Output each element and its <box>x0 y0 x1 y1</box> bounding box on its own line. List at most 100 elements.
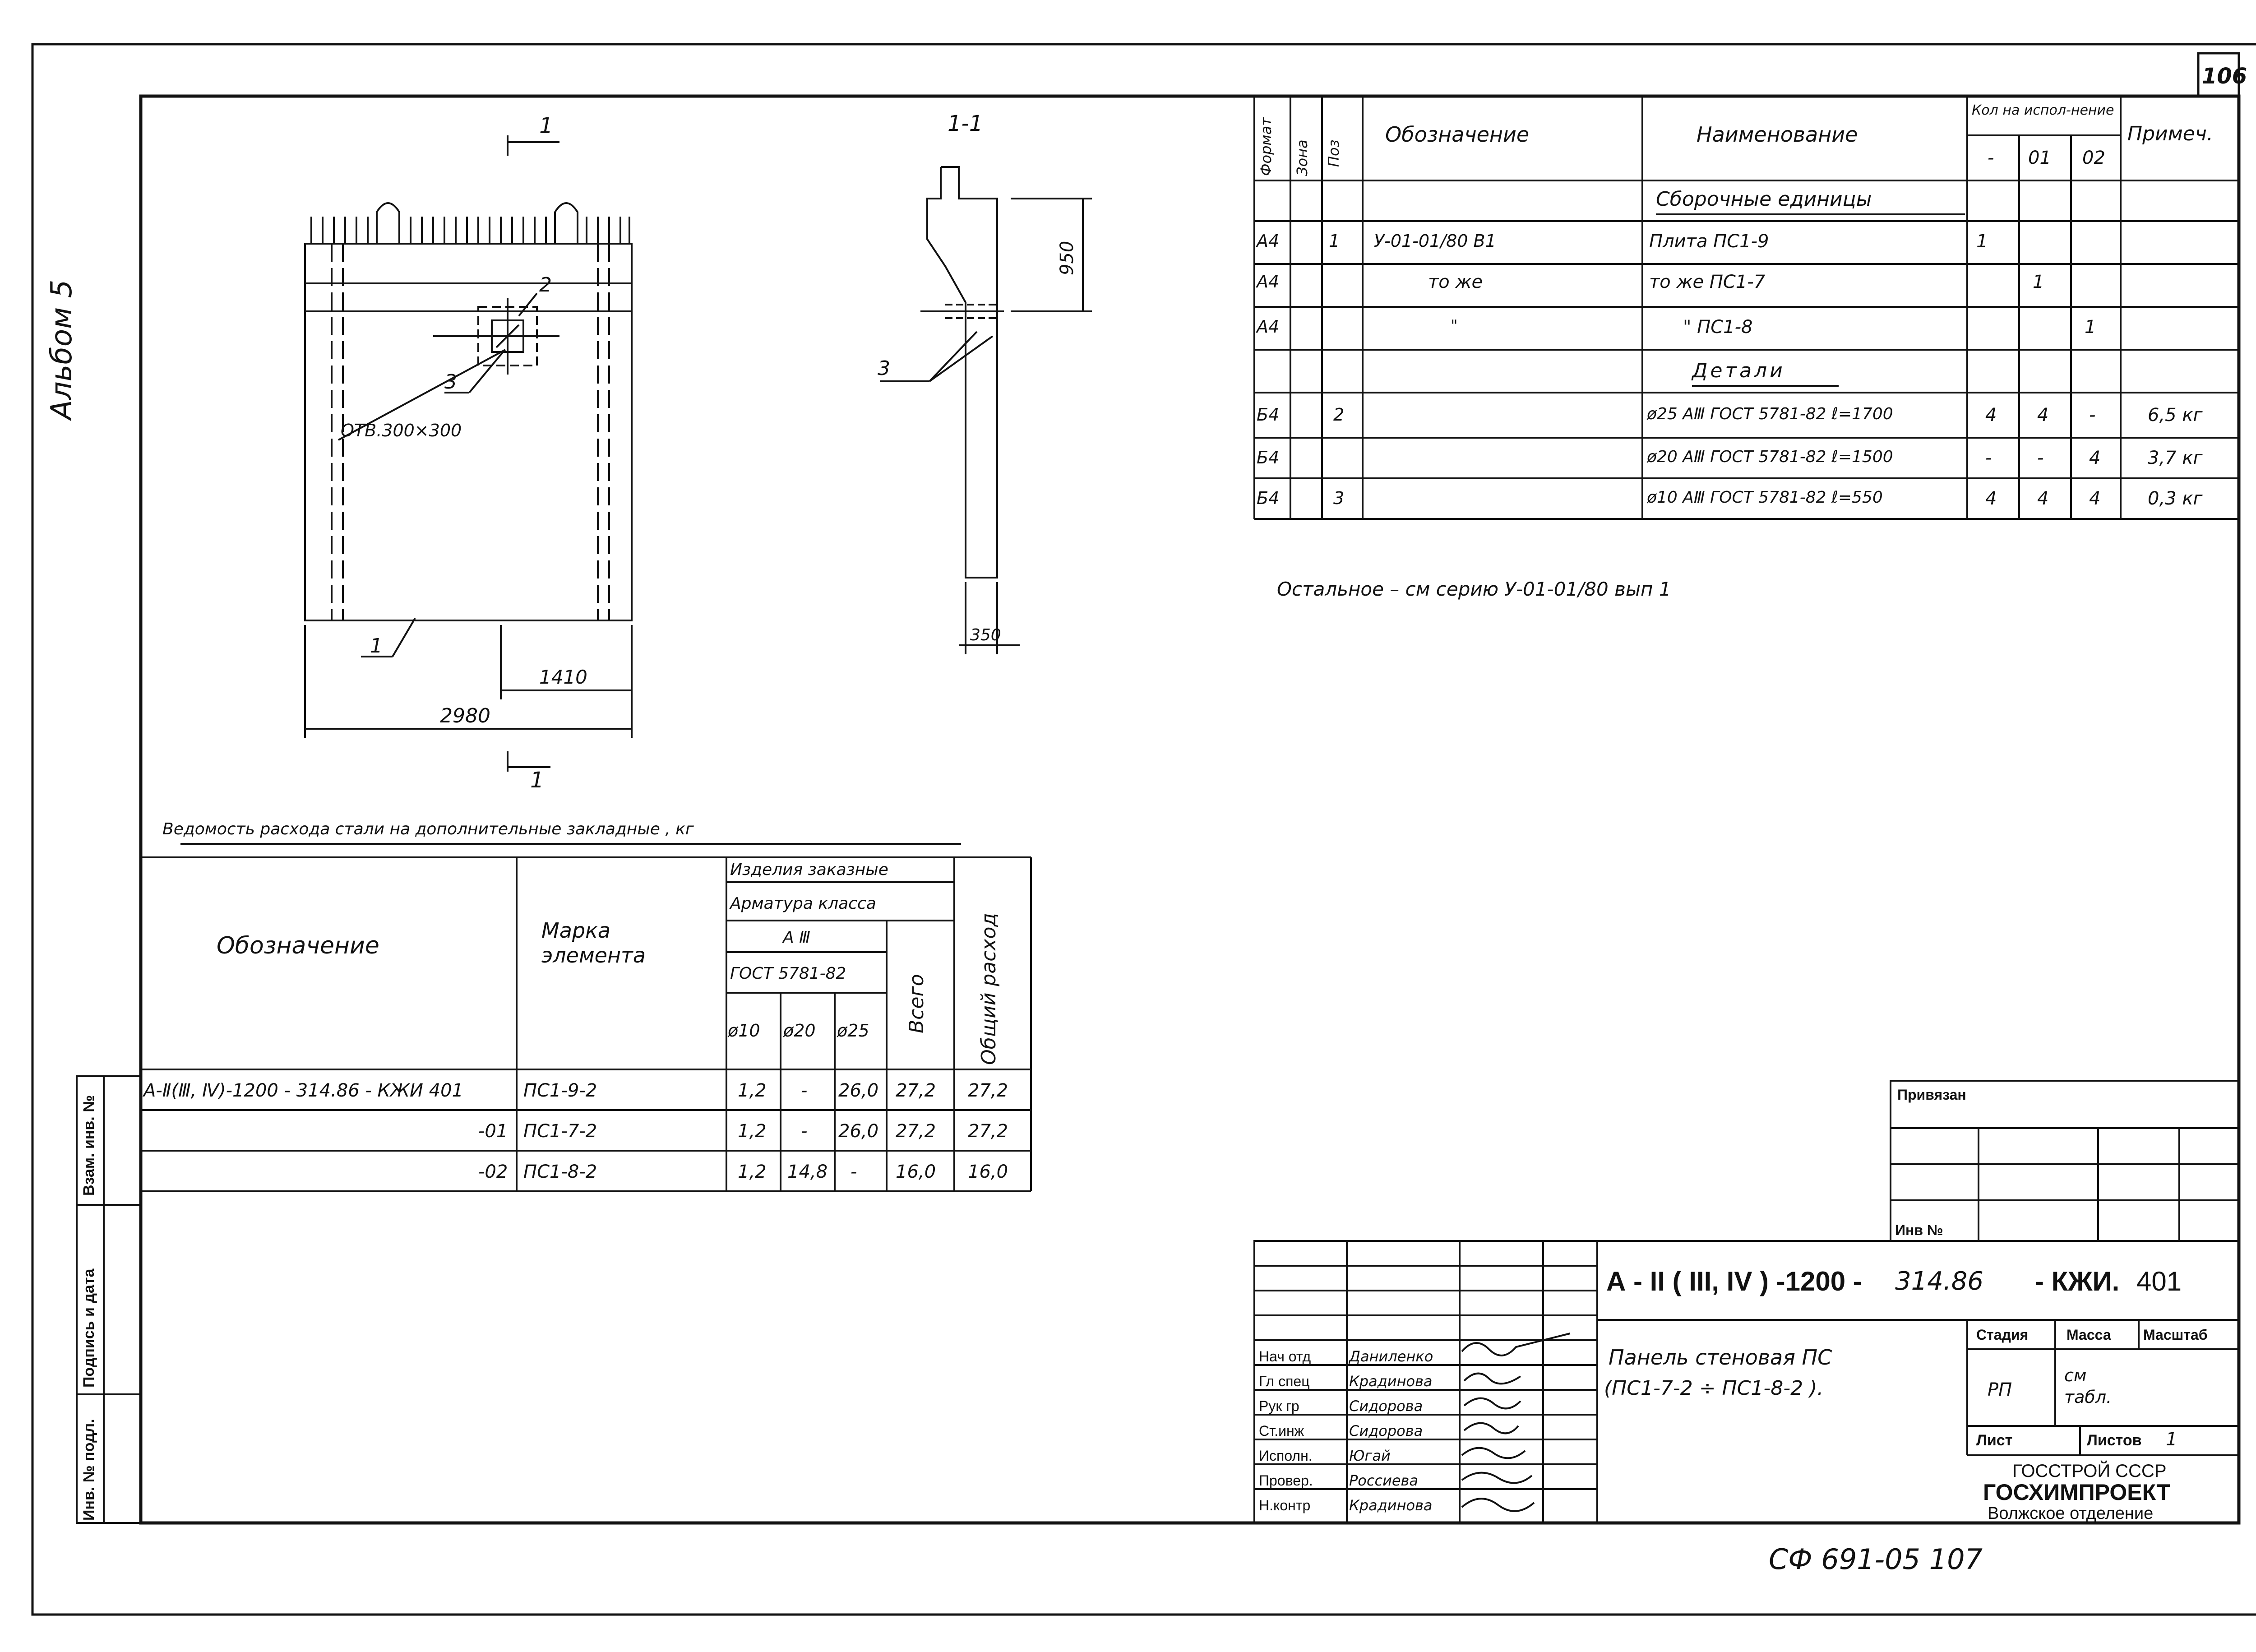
steel-cell-grand: 27,2 <box>968 1080 1008 1101</box>
dim-1410: 1410 <box>539 666 587 688</box>
steel-cell-d10: 1,2 <box>738 1080 767 1101</box>
steel-header-class: А Ⅲ <box>783 928 810 947</box>
section-view <box>880 166 1092 654</box>
spec-cell-pos: 3 <box>1333 488 1345 508</box>
tb-title-line1: Панель стеновая ПС <box>1609 1345 1832 1370</box>
steel-header-total: Всего <box>905 974 928 1033</box>
steel-cell-d20: - <box>801 1080 808 1101</box>
spec-header-format: Формат <box>1257 117 1275 176</box>
steel-cell-grand: 27,2 <box>968 1121 1008 1142</box>
steel-cell-mark: ПС1-7-2 <box>523 1121 597 1142</box>
steel-cell-d10: 1,2 <box>738 1161 767 1182</box>
steel-cell-mark: ПС1-9-2 <box>523 1080 597 1101</box>
spec-cell-designation: то же <box>1428 272 1483 292</box>
spec-cell-q1: 4 <box>2037 405 2049 426</box>
spec-note-below: Остальное – см серию У-01-01/80 вып 1 <box>1277 578 1671 600</box>
tb-sheet-label: Лист <box>1976 1432 2013 1449</box>
spec-cell-format: А4 <box>1257 272 1280 292</box>
steel-cell-mark: ПС1-8-2 <box>523 1161 597 1182</box>
spec-header-name: Наименование <box>1697 122 1858 147</box>
steel-cell-total: 27,2 <box>896 1080 936 1101</box>
spec-cell-q1: 1 <box>2033 272 2044 292</box>
tb-mass-label: Масса <box>2066 1327 2111 1343</box>
tb-stage-label: Стадия <box>1976 1327 2029 1343</box>
spec-cell-q1: - <box>2037 448 2044 468</box>
spec-cell-name: ø10 АⅢ ГОСТ 5781-82 ℓ=550 <box>1647 488 1883 507</box>
signature-role: Гл спец <box>1259 1373 1310 1389</box>
tb-inv-no: Инв № <box>1895 1222 1943 1238</box>
opening-label: ОТВ.300×300 <box>341 421 462 440</box>
spec-cell-note: 3,7 кг <box>2148 448 2203 468</box>
spec-cell-q0: 1 <box>1976 231 1988 252</box>
spec-cell-format: Б4 <box>1257 448 1280 467</box>
steel-cell-designation: -01 <box>478 1121 508 1142</box>
steel-header-designation: Обозначение <box>217 932 379 959</box>
spec-header-note: Примеч. <box>2127 122 2213 145</box>
side-stamp-grid <box>76 1075 142 1524</box>
tb-mass-value: см табл. <box>2064 1365 2112 1407</box>
steel-cell-d25: 26,0 <box>838 1080 879 1101</box>
steel-header-mark: Марка элемента <box>541 918 646 968</box>
spec-cell-q2: 1 <box>2085 317 2096 338</box>
steel-table-title: Ведомость расхода стали на дополнительны… <box>162 820 694 838</box>
spec-cell-name: Плита ПС1-9 <box>1649 231 1769 252</box>
steel-cell-grand: 16,0 <box>968 1161 1008 1182</box>
signature-name: Россиева <box>1349 1472 1419 1489</box>
spec-cell-q1: 4 <box>2037 488 2049 509</box>
spec-cell-q2: 4 <box>2089 488 2101 509</box>
spec-cell-q2: - <box>2089 405 2096 426</box>
title-block-grid <box>1253 1080 2240 1524</box>
signature-role: Рук гр <box>1259 1398 1299 1414</box>
tb-org1: ГОССТРОЙ СССР <box>2012 1461 2167 1481</box>
dim-950: 950 <box>1057 241 1077 275</box>
spec-cell-q0: 4 <box>1985 488 1997 509</box>
spec-cell-q2: 4 <box>2089 448 2101 468</box>
spec-cell-designation: У-01-01/80 В1 <box>1374 231 1496 251</box>
spec-cell-format: А4 <box>1257 317 1280 337</box>
tb-code-main: А - II ( III, IV ) -1200 - <box>1606 1266 1862 1296</box>
spec-header-designation: Обозначение <box>1385 122 1530 147</box>
signature-name: Сидорова <box>1349 1397 1423 1415</box>
steel-header-grand: Общий расход <box>977 913 1000 1065</box>
spec-cell-note: 0,3 кг <box>2148 488 2203 509</box>
spec-header-pos: Поз <box>1325 139 1342 167</box>
album-label: Альбом 5 <box>45 279 79 420</box>
spec-cell-format: А4 <box>1257 231 1280 251</box>
bottom-code: СФ 691-05 107 <box>1769 1543 1983 1576</box>
tb-org3: Волжское отделение <box>1988 1504 2154 1523</box>
tb-code-num: 314.86 <box>1895 1267 1983 1296</box>
steel-cell-total: 16,0 <box>896 1161 936 1182</box>
steel-cell-d10: 1,2 <box>738 1121 767 1142</box>
section-mark-bottom: 1 <box>530 768 544 793</box>
spec-header-qty-dash: - <box>1988 148 1994 168</box>
signature-name: Крадинова <box>1349 1497 1433 1514</box>
spec-cell-pos: 1 <box>1329 231 1340 251</box>
spec-header-qty-02: 02 <box>2082 148 2105 168</box>
dim-2980: 2980 <box>440 704 490 727</box>
spec-cell-name: " ПС1-8 <box>1683 317 1753 338</box>
section-mark-top: 1 <box>539 113 553 139</box>
spec-header-zone: Зона <box>1294 139 1311 176</box>
steel-cell-d25: 26,0 <box>838 1121 879 1142</box>
tb-code-suffix: - КЖИ. <box>2035 1266 2120 1296</box>
steel-table-grid <box>141 843 1032 1192</box>
spec-header-qty: Кол на испол-нение <box>1972 102 2114 118</box>
tb-sheets-value: 1 <box>2166 1429 2177 1450</box>
signature-name: Сидорова <box>1349 1422 1423 1439</box>
signature-name: Югай <box>1349 1447 1391 1464</box>
tb-code-sheet: 401 <box>2136 1266 2182 1296</box>
section-title: 1-1 <box>948 111 983 136</box>
steel-cell-d20: 14,8 <box>787 1161 828 1182</box>
tb-stage-value: РП <box>1988 1379 2012 1400</box>
callout-2: 2 <box>539 273 552 296</box>
steel-header-gost: ГОСТ 5781-82 <box>730 964 846 983</box>
steel-header-d10: ø10 <box>728 1021 760 1041</box>
spec-header-qty-01: 01 <box>2028 148 2051 168</box>
callout-3-section: 3 <box>878 357 890 380</box>
spec-section-details: Детали <box>1692 359 1785 382</box>
steel-cell-designation: А-Ⅱ(Ⅲ, Ⅳ)-1200 - 314.86 - КЖИ 401 <box>143 1080 464 1101</box>
steel-cell-d20: - <box>801 1121 808 1142</box>
steel-cell-designation: -02 <box>478 1161 508 1182</box>
signature-role: Исполн. <box>1259 1448 1313 1464</box>
